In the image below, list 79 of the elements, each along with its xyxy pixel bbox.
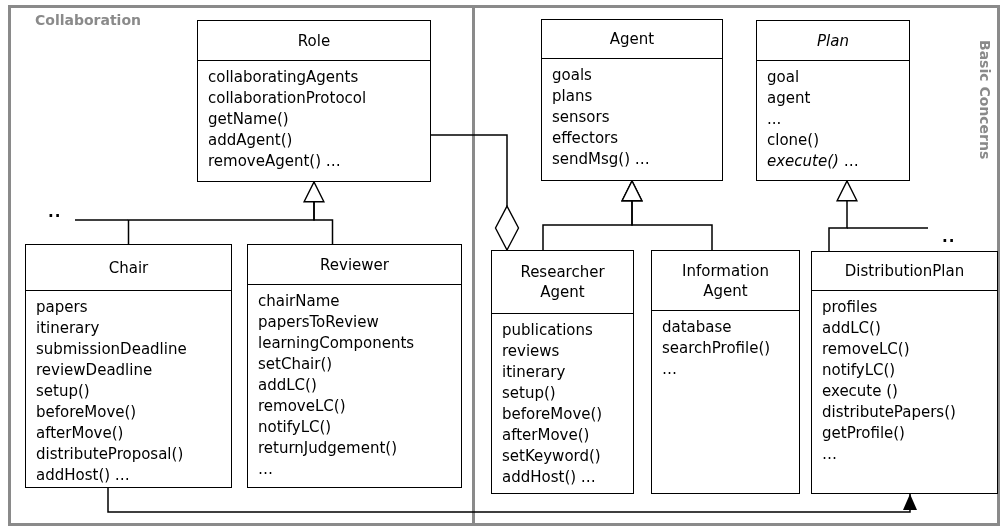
continuation-dots: .. bbox=[942, 228, 956, 246]
class-member: ... bbox=[767, 109, 782, 130]
class-member: collaboratingAgents bbox=[208, 67, 359, 88]
class-member: papersToReview bbox=[258, 312, 379, 333]
class-box bbox=[651, 250, 800, 494]
class-member: database bbox=[662, 317, 732, 338]
class-member: setup() bbox=[36, 381, 90, 402]
class-member: addHost() … bbox=[502, 467, 596, 488]
class-member: itinerary bbox=[36, 318, 100, 339]
class-member: reviewDeadline bbox=[36, 360, 153, 381]
class-member: setup() bbox=[502, 383, 556, 404]
class-member: removeAgent() … bbox=[208, 151, 341, 172]
class-member: afterMove() bbox=[36, 423, 124, 444]
class-name: Plan bbox=[817, 30, 849, 51]
class-member: goal bbox=[767, 67, 800, 88]
class-member: addAgent() bbox=[208, 130, 293, 151]
package-frame bbox=[8, 5, 475, 526]
class-member: effectors bbox=[552, 128, 619, 149]
class-member: … bbox=[822, 444, 837, 465]
class-box bbox=[491, 250, 634, 494]
class-name: Information Agent bbox=[681, 260, 770, 301]
class-member: beforeMove() bbox=[36, 402, 137, 423]
class-member: setChair() bbox=[258, 354, 333, 375]
class-member: itinerary bbox=[502, 362, 566, 383]
class-name: Reviewer bbox=[320, 254, 389, 275]
class-member: … bbox=[662, 359, 677, 380]
class-member: addLC() bbox=[258, 375, 317, 396]
class-member: collaborationProtocol bbox=[208, 88, 367, 109]
class-member: getProfile() bbox=[822, 423, 905, 444]
class-box bbox=[811, 251, 998, 494]
class-member: learningComponents bbox=[258, 333, 415, 354]
continuation-dots: .. bbox=[48, 203, 62, 221]
generalization-arrow bbox=[828, 180, 858, 252]
class-member: notifyLC() bbox=[822, 360, 896, 381]
class-name: Agent bbox=[609, 29, 655, 49]
generalization-arrow bbox=[303, 181, 334, 245]
class-member: setKeyword() bbox=[502, 446, 601, 467]
class-member: clone() bbox=[767, 130, 820, 151]
class-member: profiles bbox=[822, 297, 878, 318]
class-member: chairName bbox=[258, 291, 340, 312]
class-member: beforeMove() bbox=[502, 404, 603, 425]
class-member: goals bbox=[552, 65, 592, 86]
package-frame bbox=[472, 5, 1000, 526]
class-member: getName() bbox=[208, 109, 289, 130]
package-title: Basic Concerns bbox=[977, 40, 993, 160]
class-member: plans bbox=[552, 86, 593, 107]
class-member: execute () bbox=[822, 381, 898, 402]
class-name: Role bbox=[297, 30, 331, 51]
class-member: publications bbox=[502, 320, 593, 341]
class-member: sendMsg() … bbox=[552, 149, 650, 170]
class-member: execute() … bbox=[767, 151, 859, 172]
class-member: removeLC() bbox=[822, 339, 910, 360]
class-box bbox=[197, 20, 431, 182]
class-member: notifyLC() bbox=[258, 417, 332, 438]
class-member: reviews bbox=[502, 341, 560, 362]
class-name: DistributionPlan bbox=[844, 261, 965, 281]
class-member: addLC() bbox=[822, 318, 881, 339]
arrow bbox=[107, 487, 917, 513]
class-member: returnJudgement() bbox=[258, 438, 397, 459]
package-title: Collaboration bbox=[35, 12, 141, 28]
class-box bbox=[25, 244, 232, 488]
class-box bbox=[541, 19, 723, 181]
class-member: afterMove() bbox=[502, 425, 590, 446]
class-member: distributeProposal() bbox=[36, 444, 184, 465]
class-box bbox=[247, 244, 462, 488]
class-member: papers bbox=[36, 297, 88, 318]
class-member: removeLC() bbox=[258, 396, 346, 417]
class-member: … bbox=[258, 459, 273, 480]
class-member: submissionDeadline bbox=[36, 339, 187, 360]
class-member: searchProfile() bbox=[662, 338, 771, 359]
class-name: Researcher Agent bbox=[519, 262, 606, 302]
class-box bbox=[756, 20, 910, 181]
class-name: Chair bbox=[108, 257, 149, 278]
class-member: sensors bbox=[552, 107, 610, 128]
aggregation-line bbox=[430, 134, 520, 251]
class-member: addHost() … bbox=[36, 465, 130, 486]
class-member: distributePapers() bbox=[822, 402, 956, 423]
generalization-arrow bbox=[621, 180, 713, 251]
class-member: agent bbox=[767, 88, 811, 109]
